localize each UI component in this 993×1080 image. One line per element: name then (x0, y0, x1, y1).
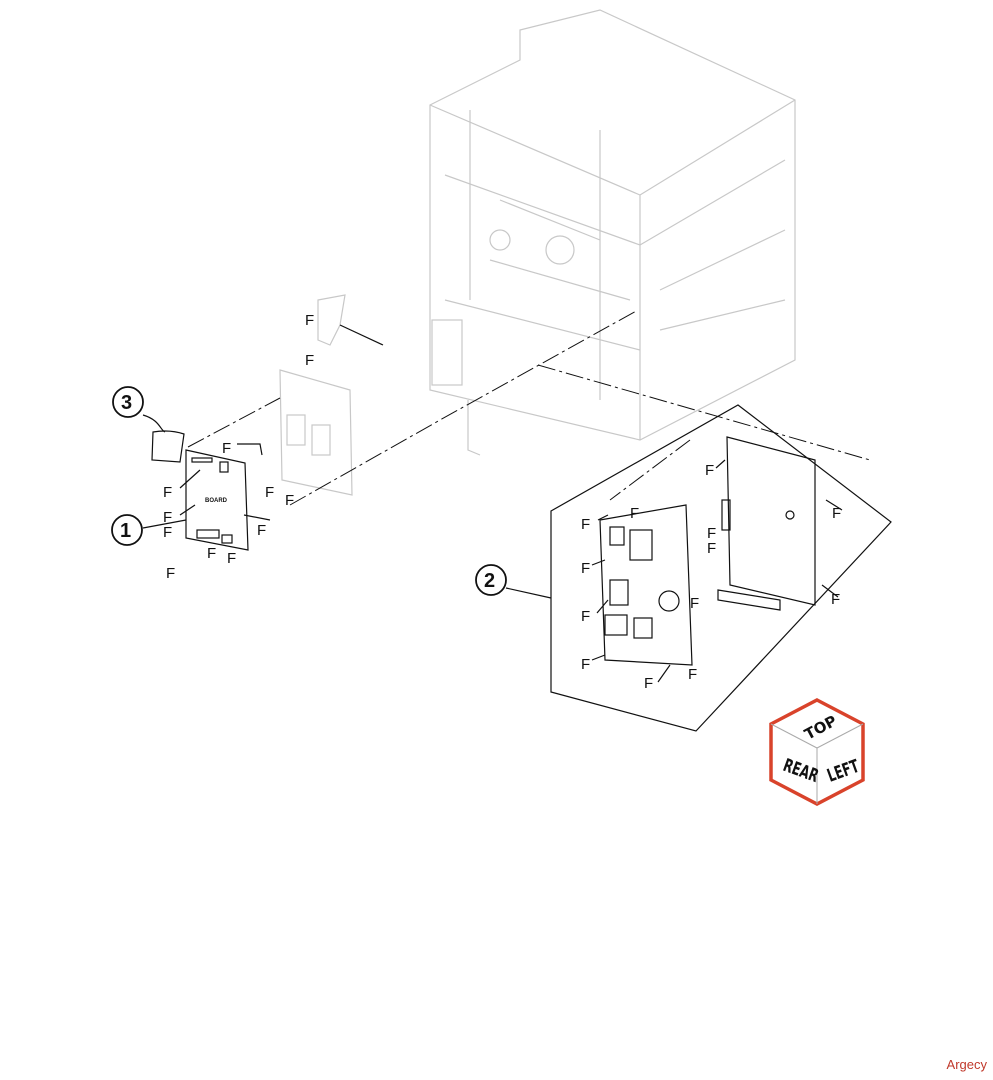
svg-text:2: 2 (484, 570, 495, 592)
cable (151, 430, 185, 463)
fastener-labels: F F F F F F F F F F F F F F F F F F F F … (163, 312, 841, 692)
fastener-label: F (305, 312, 314, 329)
fastener-label: F (581, 516, 590, 533)
fastener-label: F (705, 462, 714, 479)
printer-frame (429, 9, 796, 456)
fastener-label: F (630, 505, 639, 522)
fastener-label: F (581, 608, 590, 625)
fastener-label: F (581, 656, 590, 673)
controller-board: BOARD (185, 449, 249, 551)
orientation-cube: TOP REAR LEFT (769, 698, 865, 806)
fastener-label: F (265, 484, 274, 501)
fastener-label: F (163, 509, 172, 526)
power-supply-group (550, 404, 892, 732)
svg-text:3: 3 (121, 392, 132, 414)
watermark: Argecy (946, 1057, 987, 1072)
fastener-label: F (688, 666, 697, 683)
fastener-label: F (257, 522, 266, 539)
fastener-label: F (222, 440, 231, 457)
fastener-label: F (644, 675, 653, 692)
fastener-label: F (163, 484, 172, 501)
callout-1: 1 (111, 514, 143, 546)
fastener-label: F (166, 565, 175, 582)
callout-2: 2 (475, 564, 507, 596)
fastener-label: F (690, 595, 699, 612)
fastener-label: F (707, 525, 716, 542)
mounting-bracket (279, 294, 384, 496)
fastener-label: F (163, 524, 172, 541)
fastener-label: F (832, 505, 841, 522)
svg-text:1: 1 (120, 520, 131, 542)
fastener-label: F (207, 545, 216, 562)
fastener-label: F (581, 560, 590, 577)
fastener-label: F (227, 550, 236, 567)
svg-text:BOARD: BOARD (205, 498, 228, 504)
fastener-label: F (285, 492, 294, 509)
fastener-label: F (707, 540, 716, 557)
fastener-label: F (305, 352, 314, 369)
callout-3: 3 (112, 386, 144, 418)
fastener-label: F (831, 591, 840, 608)
